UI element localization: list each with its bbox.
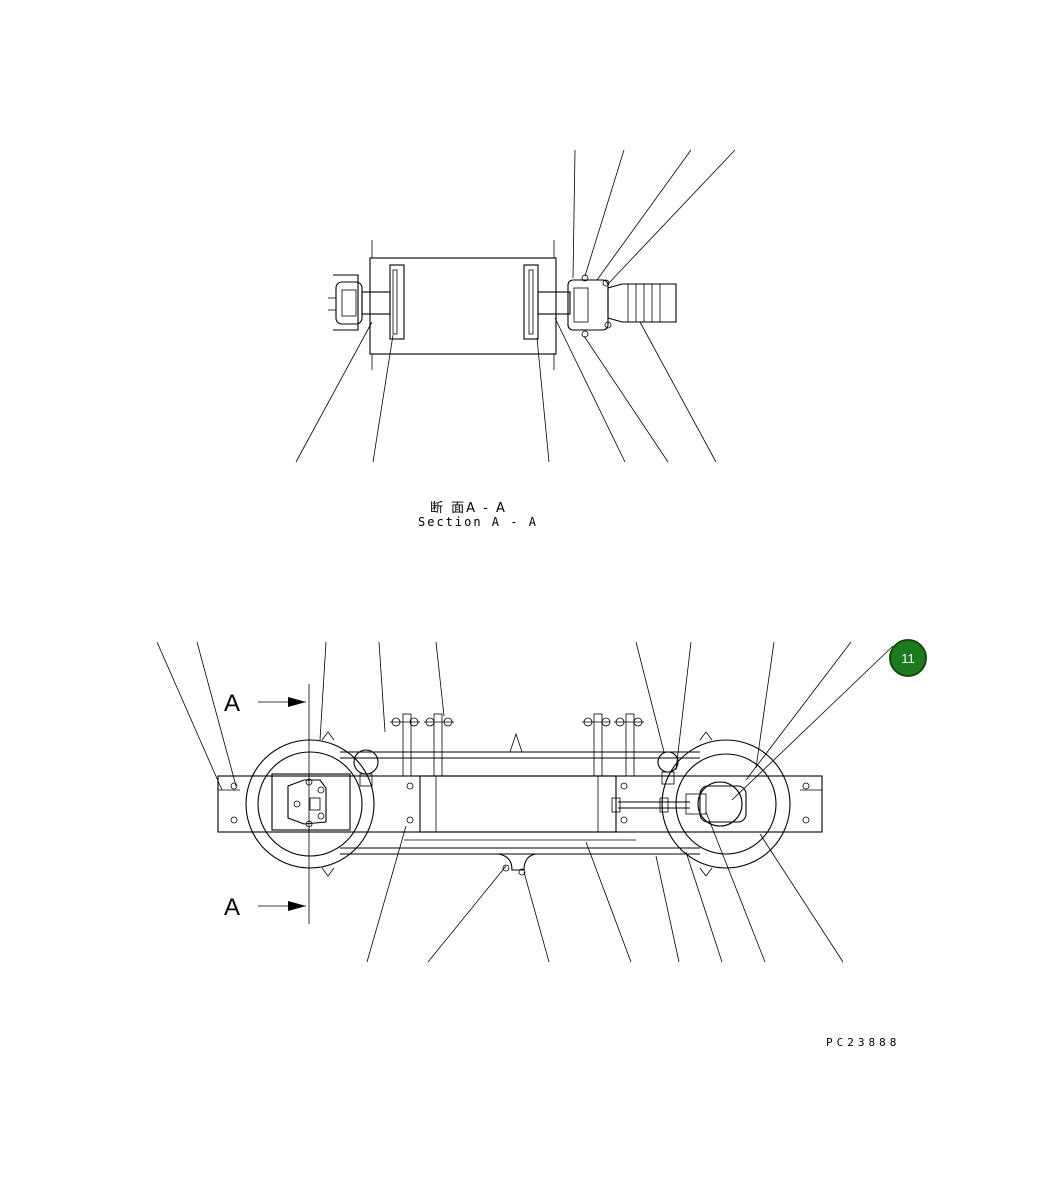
section-title-en: Section A - A — [418, 515, 538, 529]
callout-badge[interactable]: 11 — [889, 639, 927, 677]
top-hanger-bolts — [390, 713, 644, 777]
callout-badge-label: 11 — [901, 650, 915, 666]
section-title-jp: 断 面A - A — [430, 501, 507, 516]
section-a-a-view — [295, 149, 736, 463]
section-marker-bottom: A — [224, 894, 241, 921]
drawing-number: PC23888 — [826, 1036, 901, 1049]
front-view — [156, 641, 894, 963]
section-marker-top: A — [224, 690, 241, 717]
